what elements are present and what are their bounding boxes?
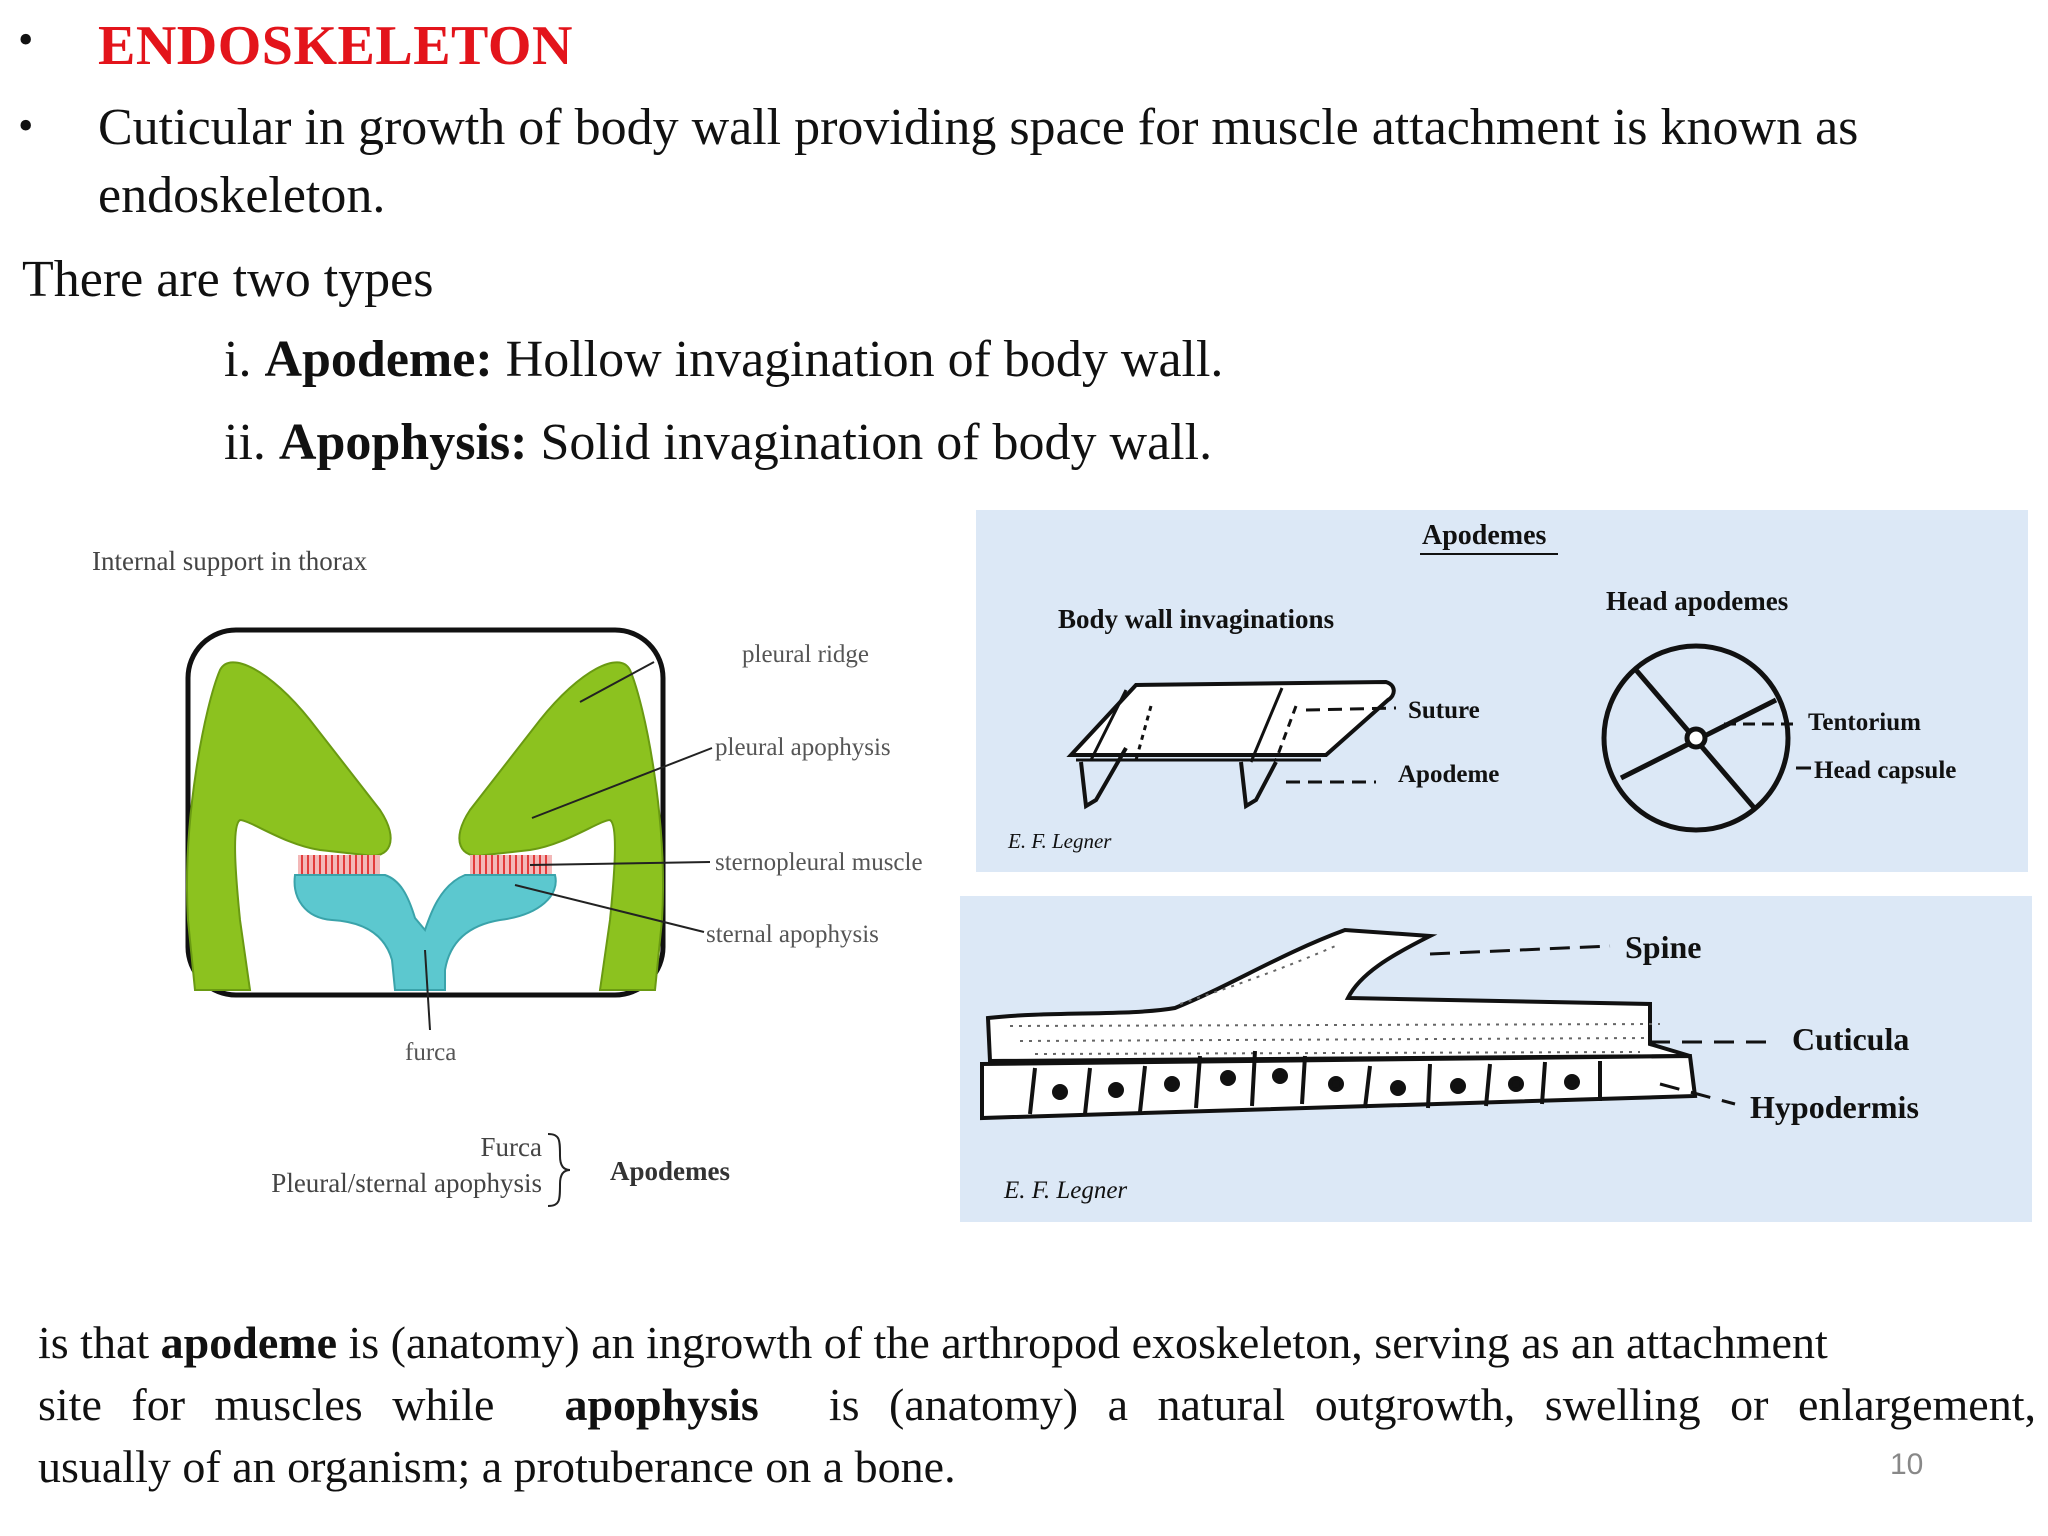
term-apophysis: apophysis bbox=[564, 1379, 759, 1430]
bullet-2: • bbox=[18, 101, 34, 150]
bottom-line-2: site for muscles while apophysis is (ana… bbox=[38, 1374, 2036, 1436]
legend-brace bbox=[547, 1133, 571, 1207]
body-wall-drawing bbox=[1066, 679, 1397, 810]
label-apodeme: Apodeme bbox=[1398, 761, 1499, 788]
cuticle-drawing bbox=[980, 927, 1770, 1121]
bottom-line-1-post: is (anatomy) an ingrowth of the arthropo… bbox=[348, 1317, 1828, 1368]
type-desc: Solid invagination of body wall. bbox=[540, 414, 1213, 471]
types-intro: There are two types bbox=[22, 251, 434, 308]
definition-line-1: Cuticular in growth of body wall providi… bbox=[98, 99, 1859, 156]
label-hypodermis: Hypodermis bbox=[1750, 1089, 1919, 1125]
bottom-line-3: usually of an organism; a protuberance o… bbox=[38, 1441, 956, 1492]
type-item-apophysis: ii. Apophysis: Solid invagination of bod… bbox=[224, 413, 1212, 472]
label-furca: furca bbox=[405, 1039, 456, 1066]
bullet-1: • bbox=[18, 15, 34, 64]
label-sternopleural-muscle: sternopleural muscle bbox=[715, 849, 923, 876]
label-suture: Suture bbox=[1408, 697, 1480, 724]
credit-bottom: E. F. Legner bbox=[1003, 1177, 1127, 1204]
bottom-line-2-post: is (anatomy) a natural outgrowth, swelli… bbox=[828, 1379, 2036, 1430]
label-sternal-apophysis: sternal apophysis bbox=[706, 921, 879, 948]
definition-line-2: endoskeleton. bbox=[98, 167, 386, 224]
label-spine: Spine bbox=[1625, 929, 1701, 965]
body-wall-heading: Body wall invaginations bbox=[1058, 604, 1334, 634]
label-head-capsule: Head capsule bbox=[1814, 757, 1956, 784]
legend-furca: Furca bbox=[481, 1132, 542, 1162]
type-term: Apophysis: bbox=[278, 414, 528, 471]
leader-lines bbox=[424, 661, 713, 1031]
bottom-line-2-pre: site for muscles while bbox=[38, 1379, 495, 1430]
credit-top: E. F. Legner bbox=[1007, 829, 1112, 853]
bottom-explanation: is that apodeme is (anatomy) an ingrowth… bbox=[38, 1312, 2036, 1498]
cuticle-figure: Spine Cuticula Hypodermis E. F. Legner bbox=[980, 927, 1919, 1204]
type-num: ii. bbox=[224, 414, 266, 471]
legend-apophysis: Pleural/sternal apophysis bbox=[271, 1168, 542, 1198]
apodemes-panel: Apodemes Body wall invaginations Head ap… bbox=[976, 510, 2028, 872]
type-desc: Hollow invagination of body wall. bbox=[505, 331, 1224, 388]
left-pleural-apophysis bbox=[186, 661, 392, 991]
label-pleural-ridge: pleural ridge bbox=[742, 641, 869, 668]
term-apodeme: apodeme bbox=[160, 1317, 337, 1368]
head-capsule-drawing bbox=[1601, 643, 1811, 833]
label-tentorium: Tentorium bbox=[1808, 709, 1921, 736]
label-pleural-apophysis: pleural apophysis bbox=[715, 734, 891, 761]
bottom-line-1-pre: is that bbox=[38, 1317, 150, 1368]
type-num: i. bbox=[224, 331, 252, 388]
bottom-line-1: is that apodeme is (anatomy) an ingrowth… bbox=[38, 1312, 2036, 1374]
definition-text: Cuticular in growth of body wall providi… bbox=[98, 94, 2048, 230]
cuticle-panel: Spine Cuticula Hypodermis E. F. Legner bbox=[960, 896, 2032, 1222]
legend-apodemes: Apodemes bbox=[610, 1156, 730, 1186]
page-number: 10 bbox=[1890, 1448, 1924, 1481]
head-apodemes-heading: Head apodemes bbox=[1606, 586, 1788, 616]
sternal-apophysis-furca bbox=[293, 874, 557, 991]
type-term: Apodeme: bbox=[264, 331, 493, 388]
left-sternopleural-muscle bbox=[298, 855, 380, 875]
right-pleural-apophysis bbox=[458, 661, 664, 991]
label-cuticula: Cuticula bbox=[1792, 1021, 1909, 1057]
thorax-title: Internal support in thorax bbox=[92, 546, 368, 576]
slide-title: ENDOSKELETON bbox=[98, 15, 573, 77]
apodemes-title: Apodemes bbox=[1422, 520, 1547, 551]
apodemes-figure: Apodemes Body wall invaginations Head ap… bbox=[1007, 520, 1956, 853]
type-item-apodeme: i. Apodeme: Hollow invagination of body … bbox=[224, 330, 1223, 389]
thorax-figure: Internal support in thorax pleural ridge… bbox=[92, 546, 923, 1207]
